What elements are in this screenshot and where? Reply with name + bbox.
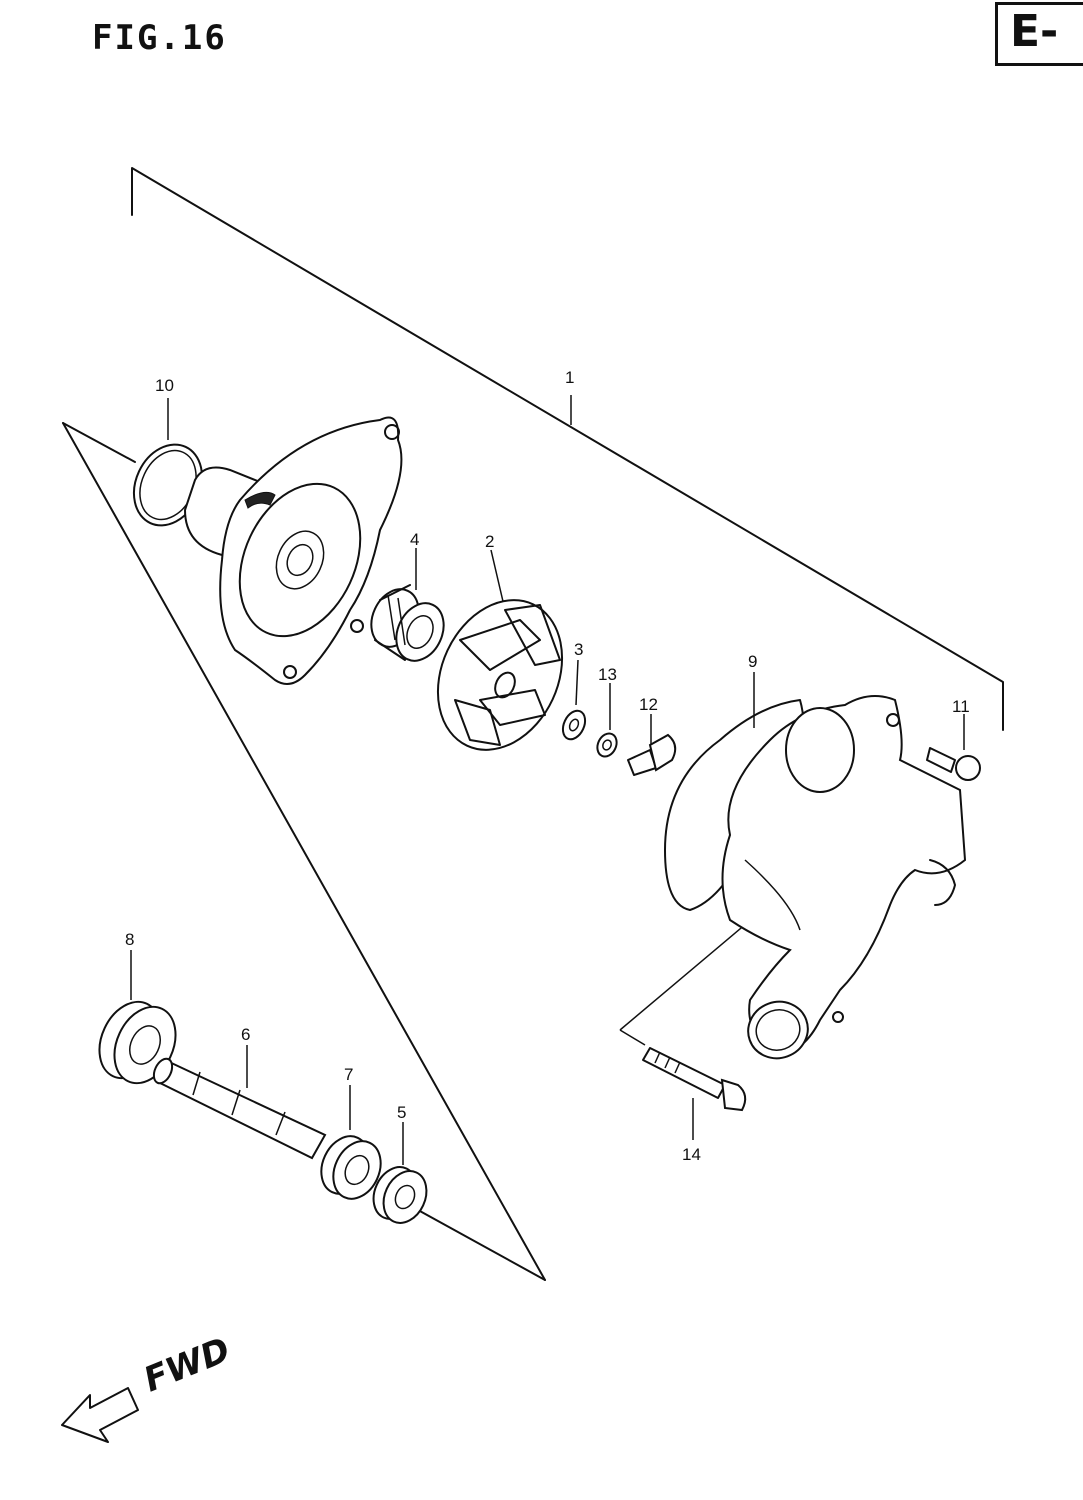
assembly-bracket bbox=[131, 167, 1004, 731]
figure-title: FIG.16 bbox=[92, 18, 227, 58]
part-4-mechanical-seal bbox=[370, 584, 445, 662]
callout-4: 4 bbox=[410, 530, 419, 549]
section-box bbox=[995, 2, 1083, 66]
part-3-washer bbox=[561, 709, 587, 741]
fwd-label: FWD bbox=[138, 1330, 235, 1400]
part-11-screw bbox=[926, 747, 981, 781]
callout-7: 7 bbox=[344, 1065, 353, 1084]
callout-14: 14 bbox=[682, 1145, 701, 1164]
callout-labels: 1 2 3 4 5 6 7 8 9 10 11 12 13 14 bbox=[125, 368, 970, 1164]
direction-indicator: FWD bbox=[61, 1330, 236, 1443]
callout-11: 11 bbox=[952, 697, 970, 716]
callout-8: 8 bbox=[125, 930, 134, 949]
part-14-long-bolt bbox=[642, 1047, 747, 1112]
part-6-shaft bbox=[152, 1057, 327, 1160]
part-7-bearing bbox=[320, 1135, 382, 1200]
callout-12: 12 bbox=[639, 695, 658, 714]
arrow-left-icon bbox=[61, 1387, 139, 1443]
pump-cover-housing bbox=[183, 416, 403, 685]
callout-10: 10 bbox=[155, 376, 174, 395]
callout-2: 2 bbox=[485, 532, 494, 551]
part-2-impeller bbox=[436, 599, 564, 751]
callout-13: 13 bbox=[598, 665, 617, 684]
section-code: E- bbox=[1010, 6, 1059, 57]
part-5-oil-seal bbox=[372, 1166, 428, 1224]
pump-body bbox=[721, 695, 967, 1060]
callout-3: 3 bbox=[574, 640, 583, 659]
callout-1: 1 bbox=[565, 368, 574, 387]
callout-5: 5 bbox=[397, 1103, 406, 1122]
callout-6: 6 bbox=[241, 1025, 250, 1044]
callout-9: 9 bbox=[748, 652, 757, 671]
group-outline bbox=[62, 422, 546, 1281]
part-12-bolt bbox=[627, 733, 677, 776]
part-13-lock-washer bbox=[596, 732, 618, 758]
